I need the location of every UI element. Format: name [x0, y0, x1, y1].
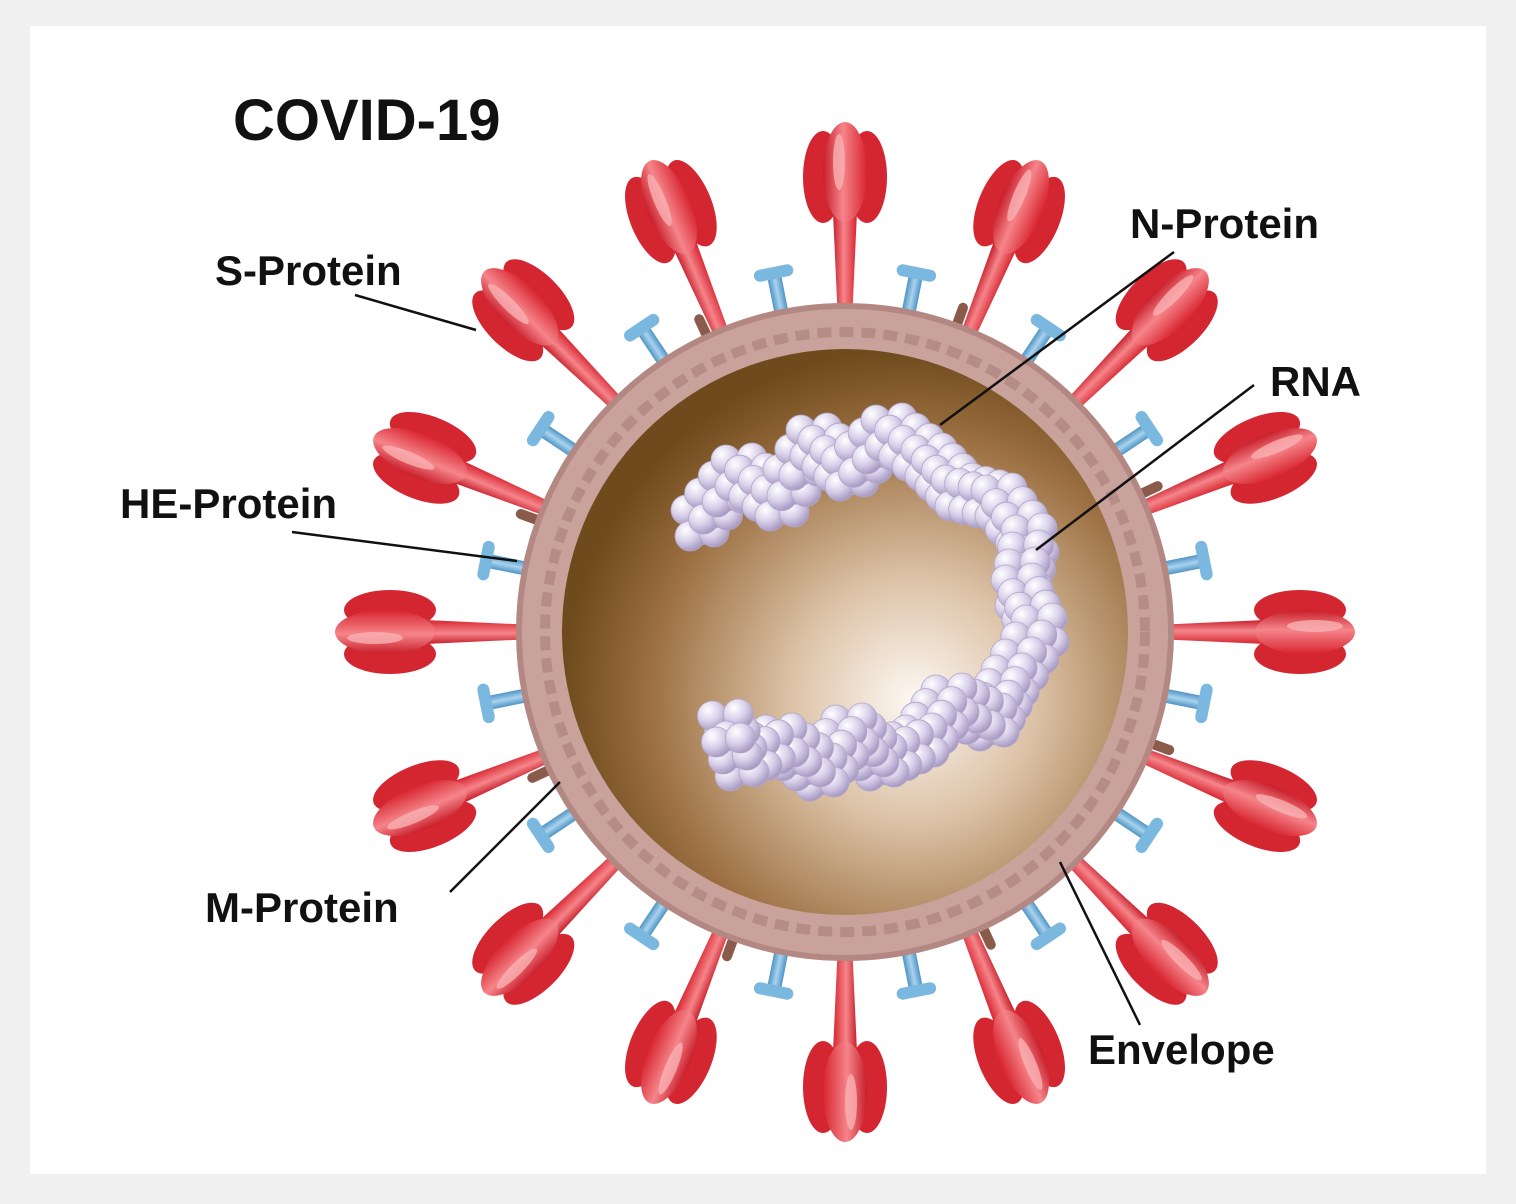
- s-protein-leader: [354, 293, 477, 332]
- s-protein-spike: [1128, 744, 1317, 852]
- envelope-membrane-inner: [540, 327, 1150, 937]
- s-protein-spike: [335, 590, 538, 674]
- s-protein-spike: [625, 915, 733, 1104]
- s-protein-label: S-Protein: [215, 247, 402, 294]
- rna-bead: [725, 722, 756, 754]
- n-protein-label: N-Protein: [1130, 200, 1319, 247]
- s-protein-spike: [1059, 846, 1218, 1005]
- n-protein-leader: [939, 250, 1175, 427]
- s-protein-spike: [1152, 590, 1355, 674]
- s-protein-spike: [472, 846, 631, 1005]
- s-protein-spikes: [335, 122, 1355, 1142]
- m-protein-label: M-Protein: [205, 884, 399, 931]
- envelope-label: Envelope: [1088, 1026, 1275, 1073]
- s-protein-spike: [373, 412, 562, 520]
- s-protein-spike: [957, 160, 1065, 349]
- s-protein-spike: [1128, 412, 1317, 520]
- diagram-title: COVID-19: [233, 88, 501, 153]
- s-protein-spike: [472, 259, 631, 418]
- s-protein-spike: [957, 915, 1065, 1104]
- rna-leader: [1035, 384, 1255, 551]
- m-protein-leader: [449, 781, 561, 893]
- s-protein-spike: [803, 939, 887, 1142]
- rna-strand: [670, 402, 1070, 802]
- s-protein-spike: [373, 744, 562, 852]
- s-protein-spike: [803, 122, 887, 325]
- s-protein-spike: [625, 160, 733, 349]
- envelope-leader: [1058, 861, 1142, 1026]
- rna-label: RNA: [1270, 358, 1361, 405]
- s-protein-spike: [1059, 259, 1218, 418]
- he-protein-leader: [291, 530, 518, 563]
- he-protein-label: HE-Protein: [120, 480, 337, 527]
